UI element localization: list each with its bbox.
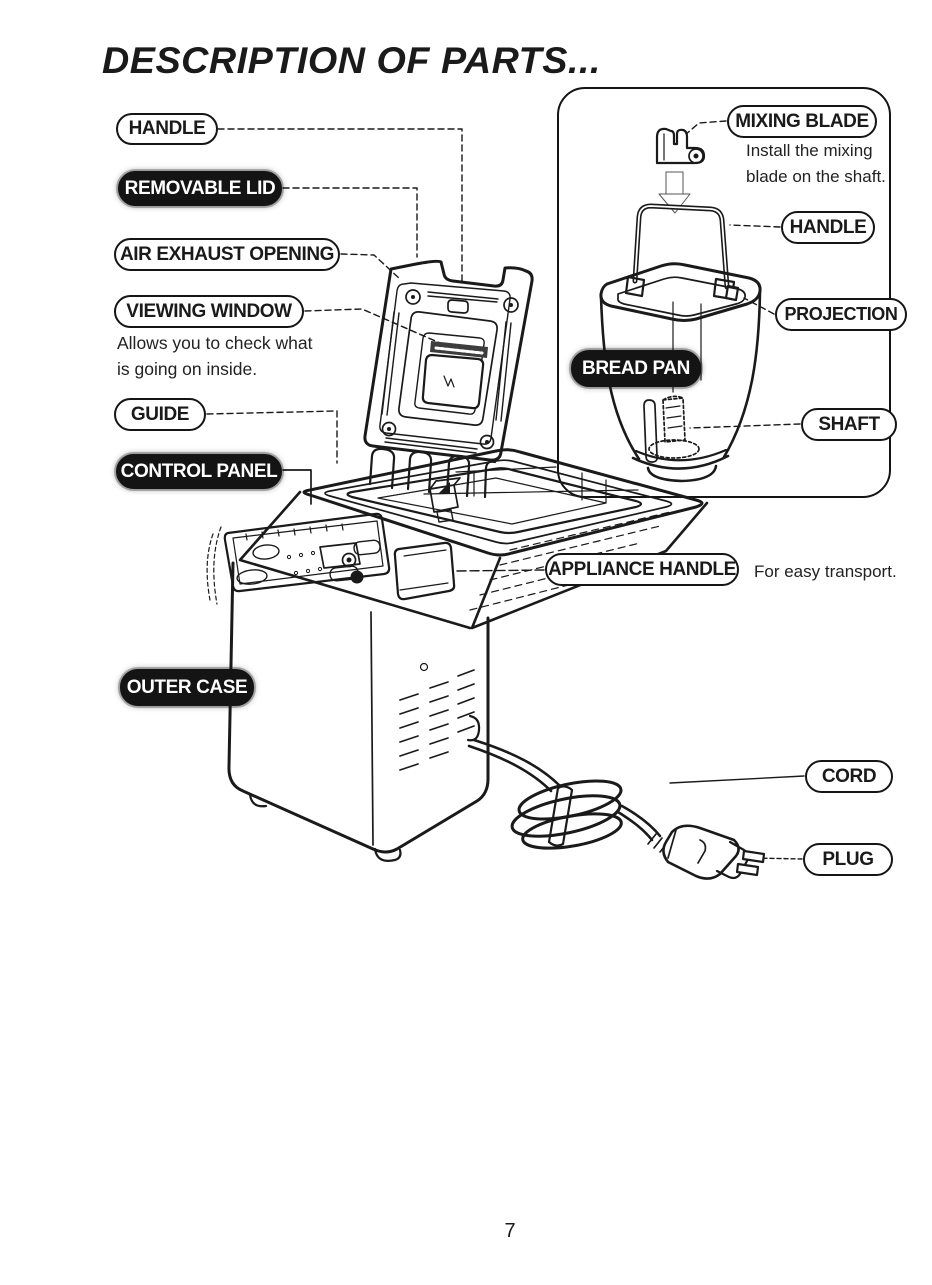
label-handle-pan-text: HANDLE <box>789 216 867 238</box>
label-removable-lid: REMOVABLE LID <box>118 171 282 206</box>
lid-illustration <box>363 259 534 462</box>
label-handle-top: HANDLE <box>116 113 218 145</box>
plug-illustration <box>662 824 766 880</box>
label-shaft: SHAFT <box>801 408 897 441</box>
label-guide-text: GUIDE <box>130 403 190 425</box>
page-title: DESCRIPTION OF PARTS... <box>102 40 601 81</box>
bread-pan-illustration <box>599 203 762 483</box>
label-shaft-text: SHAFT <box>818 413 880 435</box>
label-bread-pan: BREAD PAN <box>571 350 701 387</box>
label-projection: PROJECTION <box>775 298 907 331</box>
label-air-exhaust-opening-text: AIR EXHAUST OPENING <box>119 243 335 265</box>
label-control-panel-text: CONTROL PANEL <box>120 460 278 482</box>
label-handle-top-text: HANDLE <box>128 118 206 139</box>
leader-lines <box>206 120 805 860</box>
label-plug: PLUG <box>803 843 893 876</box>
mixing-blade-illustration <box>655 127 706 214</box>
label-bread-pan-text: BREAD PAN <box>582 357 690 379</box>
label-appliance-handle: APPLIANCE HANDLE <box>545 553 739 586</box>
appliance-handle-note: For easy transport. <box>754 562 897 581</box>
label-plug-text: PLUG <box>822 848 874 870</box>
label-viewing-window-text: VIEWING WINDOW <box>126 300 292 322</box>
label-projection-text: PROJECTION <box>784 304 898 324</box>
label-control-panel: CONTROL PANEL <box>116 454 282 489</box>
viewing-window-note: Allows you to check what is going on ins… <box>117 333 313 380</box>
label-cord-text: CORD <box>821 765 877 787</box>
label-air-exhaust-opening: AIR EXHAUST OPENING <box>114 238 340 271</box>
label-appliance-handle-text: APPLIANCE HANDLE <box>548 558 736 580</box>
label-mixing-blade-text: MIXING BLADE <box>735 110 869 132</box>
cord-illustration <box>467 738 669 853</box>
label-viewing-window: VIEWING WINDOW <box>114 295 304 328</box>
top-opening-illustration <box>238 448 709 630</box>
label-cord: CORD <box>805 760 893 793</box>
label-outer-case: OUTER CASE <box>120 669 254 706</box>
outer-case-illustration <box>227 541 490 862</box>
label-outer-case-text: OUTER CASE <box>126 676 248 698</box>
control-panel-illustration <box>206 512 391 605</box>
label-guide: GUIDE <box>114 398 206 431</box>
label-handle-pan: HANDLE <box>781 211 875 244</box>
bread-pan-inset-box <box>557 87 891 498</box>
label-removable-lid-text: REMOVABLE LID <box>124 177 276 199</box>
label-mixing-blade: MIXING BLADE <box>727 105 877 138</box>
mixing-blade-note: Install the mixing blade on the shaft. <box>746 141 886 186</box>
page-number: 7 <box>504 1220 516 1242</box>
